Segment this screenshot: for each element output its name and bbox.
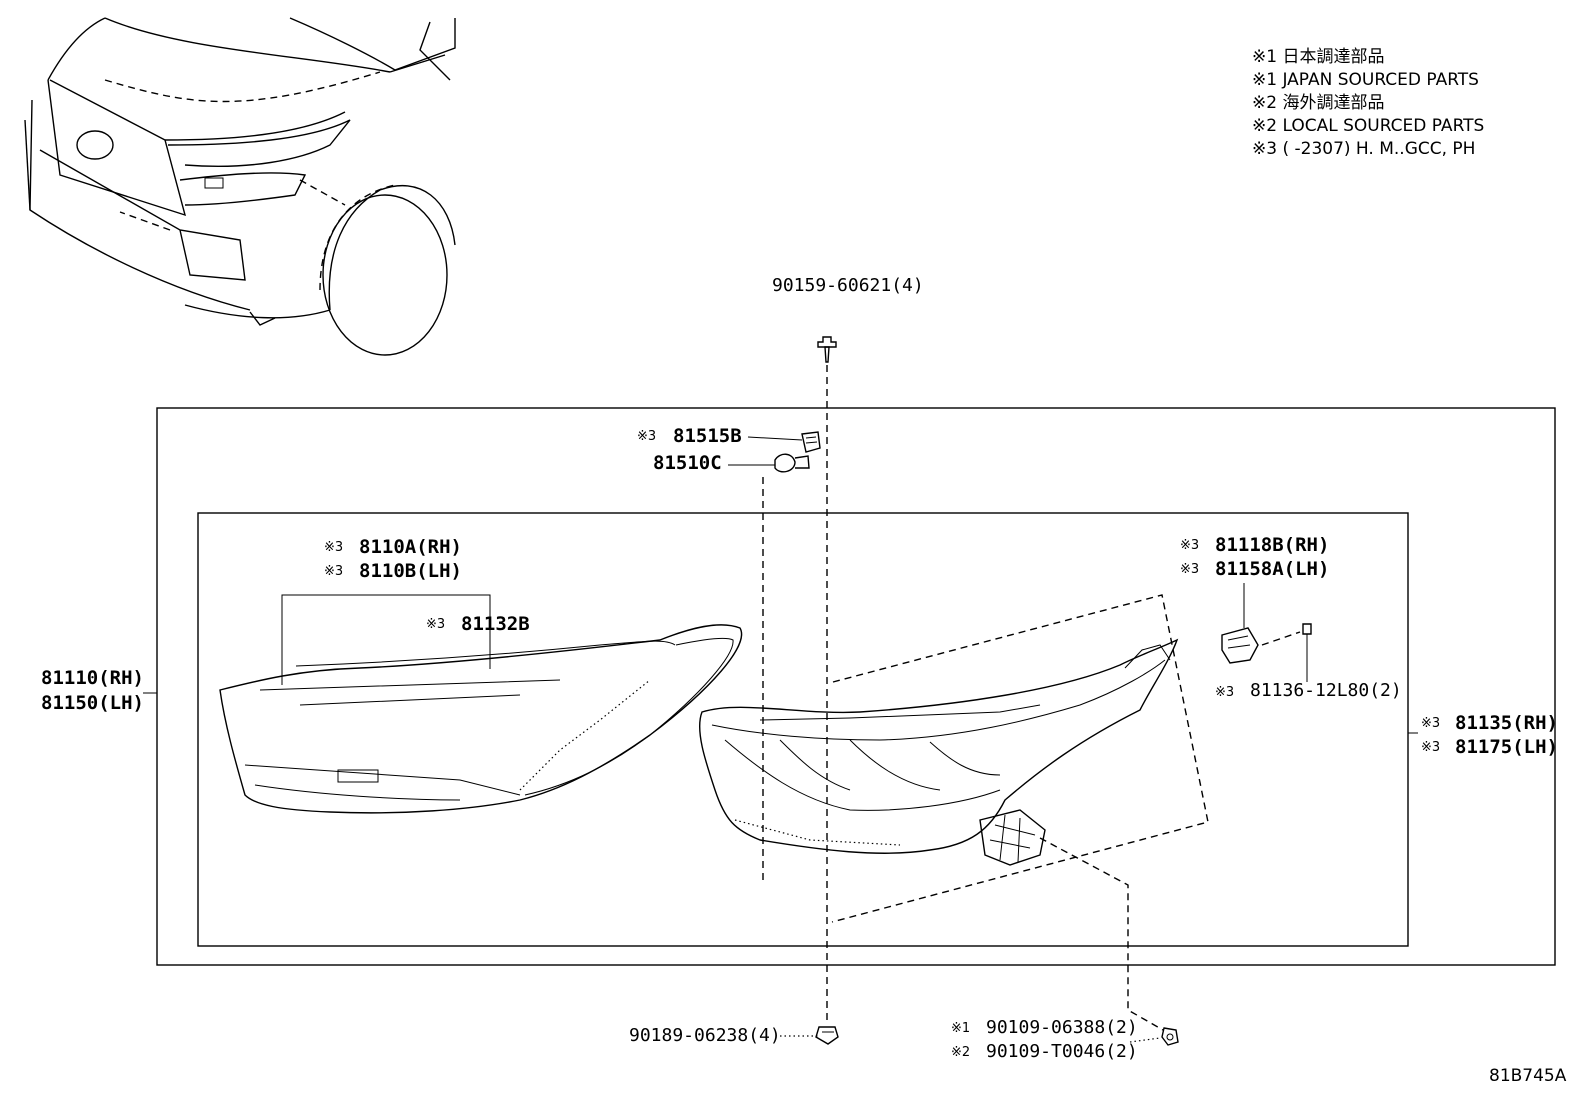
clip-bottom-icon <box>815 1026 839 1045</box>
label-lens-lh: 8110B(LH) <box>359 560 462 582</box>
label-unit-lh: 81175(LH) <box>1455 736 1558 758</box>
label-lens-rh: 8110A(RH) <box>359 536 462 558</box>
mark-module-rh: ※3 <box>1180 538 1199 553</box>
inner-frame <box>197 512 1409 947</box>
mark-unit-lh: ※3 <box>1421 740 1440 755</box>
leader-nut <box>1039 837 1164 1031</box>
module-icon <box>1221 627 1259 664</box>
headlamp-unit-illustration <box>699 594 1209 923</box>
label-clip-bottom: 90189-06238(4) <box>629 1025 781 1046</box>
label-assy-rh: 81110(RH) <box>41 667 144 689</box>
module-screw-icon <box>1302 623 1312 635</box>
outer-frame <box>156 407 1556 966</box>
mark-lens-rh: ※3 <box>324 540 343 555</box>
bulb-icon <box>774 453 810 473</box>
label-module-rh: 81118B(RH) <box>1215 534 1329 556</box>
mark-bulb-socket: ※3 <box>637 429 656 444</box>
label-nut-jp: 90109-06388(2) <box>986 1017 1138 1038</box>
note-line-3: ※2 海外調達部品 <box>1252 93 1384 113</box>
label-assy-lh: 81150(LH) <box>41 692 144 714</box>
label-gasket: 81132B <box>461 613 530 635</box>
mark-gasket: ※3 <box>426 617 445 632</box>
mark-nut-jp: ※1 <box>951 1021 970 1036</box>
mark-nut-local: ※2 <box>951 1045 970 1060</box>
nut-icon <box>1161 1027 1179 1046</box>
label-unit-rh: 81135(RH) <box>1455 712 1558 734</box>
headlamp-lens-illustration <box>219 624 743 814</box>
vehicle-front-illustration <box>24 17 456 356</box>
label-bulb: 81510C <box>653 452 722 474</box>
label-nut-local: 90109-T0046(2) <box>986 1041 1138 1062</box>
note-line-4: ※2 LOCAL SOURCED PARTS <box>1252 116 1484 136</box>
label-module-screw: 81136-12L80(2) <box>1250 680 1402 701</box>
note-line-5: ※3 ( -2307) H. M..GCC, PH <box>1252 139 1475 159</box>
notes-legend: ※1 日本調達部品 ※1 JAPAN SOURCED PARTS ※2 海外調達… <box>1252 47 1484 159</box>
mark-unit-rh: ※3 <box>1421 716 1440 731</box>
mark-lens-lh: ※3 <box>324 564 343 579</box>
bulb-socket-icon <box>801 431 821 453</box>
screw-top-icon <box>817 336 837 363</box>
label-module-lh: 81158A(LH) <box>1215 558 1329 580</box>
note-line-1: ※1 日本調達部品 <box>1252 47 1384 67</box>
diagram-id: 81B745A <box>1489 1066 1567 1086</box>
note-line-2: ※1 JAPAN SOURCED PARTS <box>1252 70 1479 90</box>
label-screw-top: 90159-60621(4) <box>772 275 924 296</box>
mark-module-screw: ※3 <box>1215 685 1234 700</box>
label-bulb-socket: 81515B <box>673 425 742 447</box>
mark-module-lh: ※3 <box>1180 562 1199 577</box>
